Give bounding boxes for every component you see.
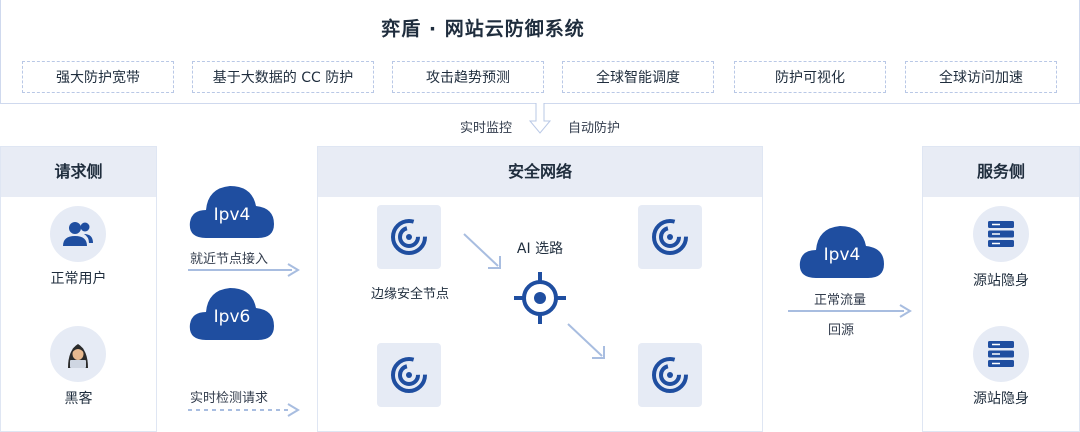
- diagonal-arrow-out: [567, 323, 605, 359]
- connector-down-arrow: [528, 103, 552, 134]
- nearest-access-label: 就近节点接入: [190, 252, 269, 267]
- hacker-avatar: [50, 326, 106, 382]
- ipv4-cloud-label: Ipv4: [213, 205, 251, 225]
- origin-server-1-badge: [973, 206, 1029, 262]
- ipv6-cloud-label: Ipv6: [213, 307, 251, 327]
- return-origin-label: 回源: [828, 323, 855, 338]
- request-side-title: 请求侧: [1, 147, 156, 197]
- auto-protect-label: 自动防护: [568, 121, 621, 136]
- realtime-check-label: 实时检测请求: [190, 391, 269, 406]
- users-icon: [63, 222, 93, 246]
- hacker-icon: [68, 344, 88, 368]
- security-network-panel: 安全网络: [317, 146, 763, 432]
- normal-user-label: 正常用户: [50, 271, 107, 287]
- edge-node-bottom-right: [638, 343, 702, 407]
- server-side-title: 服务侧: [923, 147, 1079, 197]
- request-side-panel: 请求侧: [0, 146, 157, 432]
- diagonal-arrow-in: [463, 233, 501, 269]
- radar-icon: [652, 357, 688, 393]
- server-side-panel: 服务侧: [922, 146, 1080, 432]
- return-ipv4-cloud-label: Ipv4: [823, 245, 861, 265]
- edge-node-label: 边缘安全节点: [370, 287, 449, 302]
- realtime-monitor-label: 实时监控: [460, 121, 513, 136]
- radar-icon: [391, 219, 427, 255]
- radar-icon: [652, 219, 688, 255]
- edge-node-top-left: [377, 205, 441, 269]
- radar-icon: [391, 357, 427, 393]
- ipv6-cloud-icon: [189, 288, 274, 340]
- access-arrow: [188, 263, 300, 277]
- system-box: [0, 0, 1080, 104]
- feature-global-scheduling: 全球智能调度: [562, 61, 714, 93]
- origin-server-2-badge: [973, 326, 1029, 382]
- server-icon: [988, 341, 1014, 367]
- origin-hidden-label-1: 源站隐身: [973, 273, 1029, 289]
- edge-node-bottom-left: [377, 343, 441, 407]
- crosshair-icon: [514, 272, 566, 324]
- security-network-title: 安全网络: [318, 147, 762, 197]
- feature-attack-prediction: 攻击趋势预测: [392, 61, 544, 93]
- check-dashed-arrow: [188, 403, 300, 417]
- hacker-label: 黑客: [64, 391, 93, 407]
- edge-node-top-right: [638, 205, 702, 269]
- feature-global-acceleration: 全球访问加速: [905, 61, 1057, 93]
- normal-user-avatar: [50, 206, 106, 262]
- feature-bandwidth: 强大防护宽带: [22, 61, 174, 93]
- feature-visualization: 防护可视化: [734, 61, 886, 93]
- feature-cc-protection: 基于大数据的 CC 防护: [192, 61, 374, 93]
- ipv4-cloud-icon: [189, 186, 274, 238]
- system-title: 弈盾 · 网站云防御系统: [381, 18, 585, 40]
- ai-routing-label: AI 选路: [516, 241, 564, 257]
- return-ipv4-cloud-icon: [799, 226, 884, 278]
- origin-hidden-label-2: 源站隐身: [973, 391, 1029, 407]
- normal-traffic-label: 正常流量: [814, 293, 867, 308]
- server-icon: [988, 221, 1014, 247]
- return-arrow: [788, 304, 912, 318]
